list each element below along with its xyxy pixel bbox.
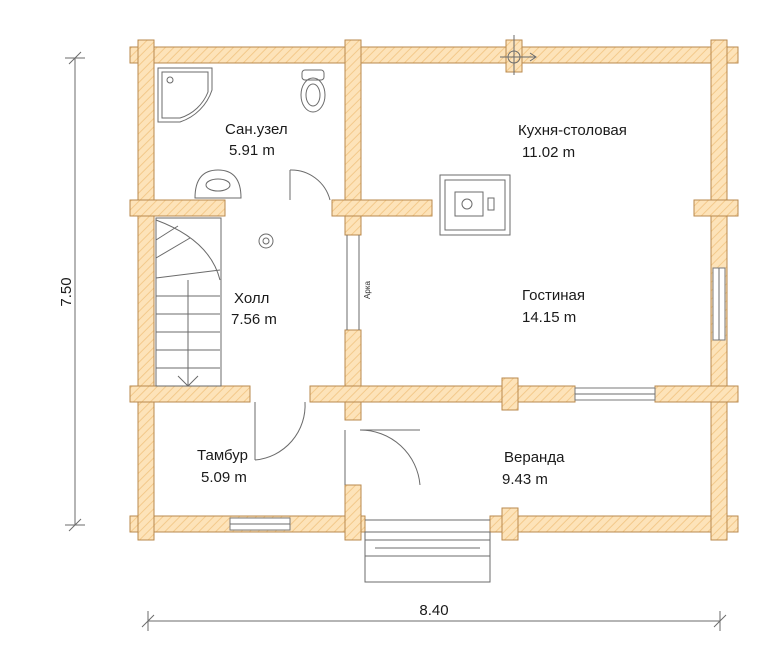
- wall-vestibule-veranda: [344, 484, 362, 541]
- wall-living-veranda: [309, 385, 576, 403]
- arch-opening: Арка: [346, 235, 372, 330]
- stair-post: [258, 233, 274, 249]
- wall-bath-hall: [129, 199, 226, 217]
- room-veranda-name: Веранда: [504, 449, 565, 466]
- wall-top: [129, 46, 739, 64]
- room-kitchen-name: Кухня-столовая: [518, 122, 627, 139]
- wall-bath-kitchen: [344, 39, 362, 236]
- room-bathroom-name: Сан.узел: [225, 121, 288, 138]
- bathroom-fixtures: [157, 67, 326, 199]
- room-labels: Сан.узел 5.91 m Кухня-столовая 11.02 m Г…: [197, 121, 627, 488]
- dimension-height: 7.50: [58, 51, 85, 532]
- room-vestibule-area: 5.09 m: [201, 469, 247, 486]
- entry-steps: [364, 519, 491, 583]
- dimension-width: 8.40: [141, 602, 727, 631]
- sink-icon: [194, 169, 242, 199]
- toilet-icon: [300, 77, 326, 113]
- dimension-width-label: 8.40: [419, 602, 448, 619]
- wall-hall-vestibule: [129, 385, 251, 403]
- dimension-height-label: 7.50: [58, 277, 75, 306]
- room-vestibule-name: Тамбур: [197, 447, 248, 464]
- staircase: [155, 217, 274, 387]
- room-hall-area: 7.56 m: [231, 311, 277, 328]
- arch-label: Арка: [363, 281, 372, 299]
- walls: [129, 39, 739, 541]
- wall-bath-hall-right: [331, 199, 433, 217]
- room-kitchen-area: 11.02 m: [522, 144, 575, 161]
- room-bathroom-area: 5.91 m: [229, 142, 275, 159]
- shower-icon: [157, 67, 213, 123]
- doors: [254, 169, 421, 486]
- wall-hall-lower: [344, 329, 362, 421]
- wall-left: [137, 39, 155, 541]
- room-living-name: Гостиная: [522, 287, 585, 304]
- wall-living-veranda-right: [654, 385, 739, 403]
- wall-mid-cross: [501, 377, 519, 411]
- room-hall-name: Холл: [234, 290, 269, 307]
- room-living-area: 14.15 m: [522, 309, 576, 326]
- wall-right-cross: [693, 199, 739, 217]
- wall-bottom-cross: [501, 507, 519, 541]
- wall-bottom-right: [489, 515, 739, 533]
- windows: [229, 267, 726, 531]
- stove-icon: [439, 174, 511, 236]
- vent-marker: [500, 35, 537, 75]
- room-veranda-area: 9.43 m: [502, 471, 548, 488]
